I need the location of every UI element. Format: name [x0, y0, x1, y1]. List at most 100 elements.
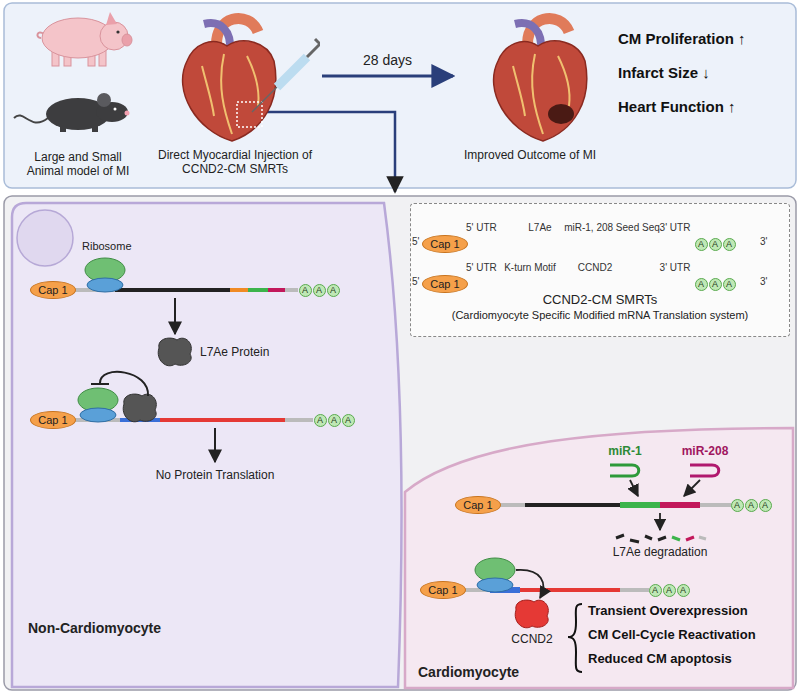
time-arrow [322, 75, 453, 78]
cap-label: Cap 1 [428, 583, 457, 597]
heart-drawing [315, 39, 320, 49]
polya-label: A [724, 279, 735, 290]
cap-label: Cap 1 [430, 277, 459, 291]
mrna-fragments [672, 537, 680, 540]
pig-drawing [37, 12, 132, 66]
segment-label: 3' [760, 236, 767, 248]
segment-label: CCND2 [578, 262, 612, 274]
polya-label: A [314, 285, 325, 296]
background [405, 428, 793, 688]
edge-label: 28 days [363, 52, 412, 69]
polya-bead: A [314, 414, 327, 427]
cm-l7ae-mrna [700, 503, 731, 507]
polya-label: A [732, 500, 743, 511]
annotation: Infarct Size ↓ [618, 64, 710, 82]
non-cm-mrna-1 [115, 288, 230, 292]
polya-bead: A [723, 278, 736, 291]
box-title: CCND2-CM SMRTs [411, 292, 789, 308]
annotation: miR-208 [682, 444, 729, 458]
pig-drawing [122, 34, 132, 46]
segment-label: miR-1, 208 Seed Seq [564, 222, 660, 234]
polya-label: A [329, 415, 340, 426]
cm-l7ae-mrna [620, 502, 660, 508]
polya-bead: A [723, 238, 736, 251]
brace [568, 604, 582, 672]
polya-label: A [678, 585, 689, 596]
cap-oval: Cap 1 [420, 581, 465, 599]
polya-label: A [696, 279, 707, 290]
ribosome [85, 258, 125, 292]
cell-label-wrap: Cardiomyocyte [418, 664, 519, 680]
cm-ccnd2-mrna [620, 588, 649, 592]
ribosome [78, 388, 118, 422]
non-cm-mrna-2 [160, 418, 285, 422]
microrna [610, 465, 639, 476]
polya-bead: A [709, 238, 722, 251]
polya-label: A [710, 239, 721, 250]
figure-caption: Improved Outcome of MI [455, 148, 605, 162]
polya-bead: A [649, 584, 662, 597]
cap-label: Cap 1 [38, 283, 67, 297]
annotation: Reduced CM apoptosis [588, 651, 732, 667]
heart-drawing [455, 6, 605, 146]
heart-drawing [494, 41, 587, 141]
polya-bead: A [663, 584, 676, 597]
cm-l7ae-mrna [500, 503, 731, 507]
cell-membrane [12, 203, 401, 687]
annotation: L7Ae Protein [200, 345, 269, 359]
polya-bead: A [731, 499, 744, 512]
arrow [659, 513, 661, 530]
segment-label: K-turn Motif [504, 262, 556, 274]
annotation: Ribosome [82, 240, 132, 253]
background [17, 210, 73, 266]
heart-drawing [307, 44, 320, 57]
arrow [684, 480, 700, 496]
arrow [214, 428, 216, 462]
arrow [516, 570, 543, 598]
mouse-drawing [60, 126, 66, 132]
cap-label: Cap 1 [463, 498, 492, 512]
mouse-drawing [92, 126, 98, 132]
mouse-drawing [97, 93, 111, 107]
cell-region: Non-CardiomyocyteCap 1AAACap 1AAA [12, 203, 404, 689]
non-cm-mrna-1 [248, 288, 268, 292]
cap-label: Cap 1 [430, 237, 459, 251]
background [4, 3, 796, 188]
non-cm-mrna-1 [268, 288, 285, 292]
cap-oval: Cap 1 [30, 281, 75, 299]
heart-figure: Direct Myocardial Injection of CCND2-CM … [150, 6, 320, 184]
heart-drawing [277, 57, 307, 87]
segment-label: 5' [412, 236, 419, 248]
cap-oval: Cap 1 [422, 275, 467, 293]
polya-bead: A [695, 238, 708, 251]
cm-ccnd2-mrna [520, 588, 620, 592]
polya-label: A [315, 415, 326, 426]
pig-drawing [116, 30, 119, 33]
segment-label: L7Ae [528, 222, 551, 234]
l7ae-protein [123, 394, 156, 422]
heart-drawing [548, 104, 574, 124]
heart-drawing [183, 41, 276, 141]
heart-drawing [150, 6, 320, 146]
non-cm-mrna-2 [285, 418, 313, 422]
figure-caption-wrap: Improved Outcome of MI [455, 148, 605, 162]
annotation: Heart Function ↑ [618, 98, 736, 116]
inhibition [91, 372, 148, 396]
segment-label: 5' UTR [466, 262, 497, 274]
polya-label: A [328, 285, 339, 296]
cell-label: Non-Cardiomyocyte [28, 620, 161, 636]
polya-label: A [724, 239, 735, 250]
heart-drawing [202, 54, 259, 134]
annotation: CCND2 [511, 632, 552, 646]
cell-membrane [405, 428, 793, 688]
cell-region: CardiomyocyteCap 1AAACap 1AAA [405, 420, 793, 690]
l7ae-protein [158, 338, 191, 366]
polya-label: A [343, 415, 354, 426]
annotation: CM Proliferation ↑ [618, 30, 746, 48]
non-cm-mrna-1 [285, 288, 298, 292]
annotation: No Protein Translation [156, 468, 275, 482]
cm-l7ae-mrna [660, 502, 700, 508]
polya-bead: A [759, 499, 772, 512]
mouse-drawing [125, 111, 130, 116]
non-cm-mrna-1 [230, 288, 248, 292]
